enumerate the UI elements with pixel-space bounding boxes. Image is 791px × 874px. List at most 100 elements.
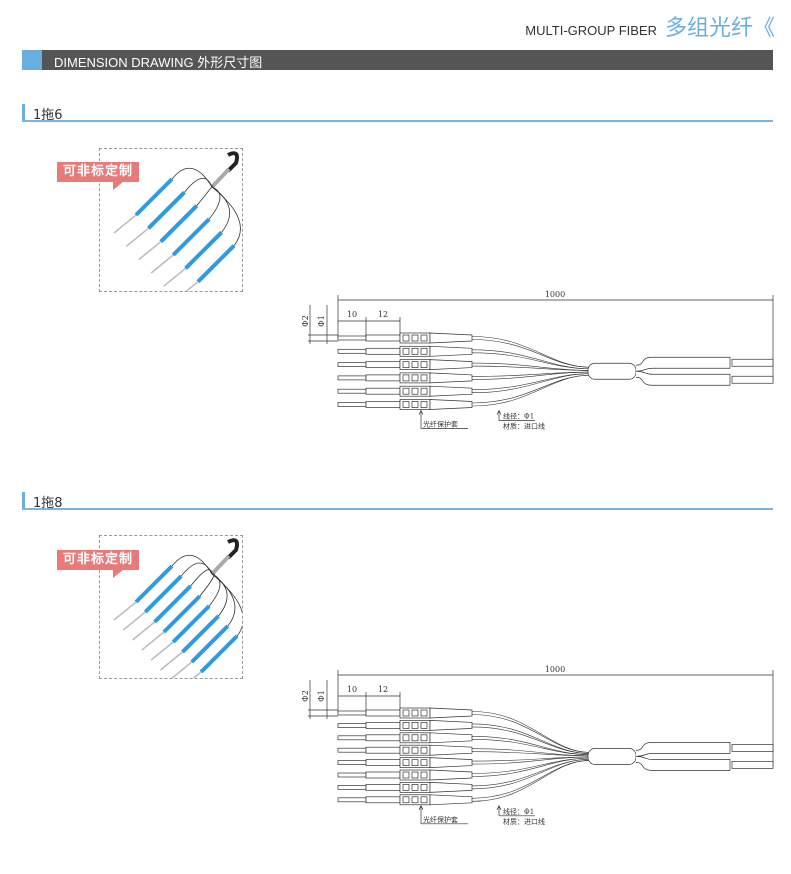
fiber-probe: [122, 611, 146, 631]
connector-segment: [402, 771, 410, 779]
fiber-cable: [180, 562, 213, 577]
fiber-tip-blue: [190, 624, 230, 664]
taper-sleeve: [429, 732, 473, 744]
fiber-probe: [175, 281, 199, 301]
drawing-line: [496, 409, 502, 415]
connector-segment: [411, 734, 419, 742]
label-sleeve: 光纤保护套: [423, 420, 458, 429]
taper-sleeve: [429, 744, 473, 756]
fiber-sleeve: [365, 759, 401, 766]
output-tube-1: [635, 356, 731, 372]
connector-segment: [402, 387, 410, 395]
metal-sleeve: [210, 167, 231, 189]
connector-segment: [402, 759, 410, 766]
connector-segment: [420, 334, 428, 342]
heading-tick: [22, 492, 25, 508]
fiber-sleeve: [365, 387, 401, 395]
connector-segment: [402, 361, 410, 368]
drawing-line: [418, 805, 424, 810]
fiber-cable: [211, 186, 241, 246]
fiber-tip-blue: [146, 190, 186, 230]
fiber-cable: [471, 760, 591, 799]
fiber-cable: [171, 555, 213, 575]
fiber-tip-blue: [134, 564, 174, 604]
fiber-probe: [113, 214, 137, 234]
fiber-cable: [471, 374, 591, 407]
output-tip-1: [731, 358, 774, 367]
connector-segment: [420, 746, 428, 754]
taper-sleeve: [429, 794, 473, 806]
fiber-sleeve: [365, 374, 401, 382]
fiber-probe: [150, 254, 174, 274]
fiber-cable: [471, 757, 591, 774]
taper-sleeve: [429, 359, 473, 370]
dim-10: 10: [347, 310, 357, 319]
connector-segment: [420, 771, 428, 779]
fiber-tip-blue: [181, 614, 220, 654]
fiber-probe: [132, 621, 156, 641]
fiber-tip-blue: [162, 594, 202, 634]
connector-segment: [420, 361, 428, 368]
page-header: MULTI-GROUP FIBER 多组光纤《: [525, 10, 775, 42]
dim-12: 12: [378, 310, 388, 319]
custom-badge: 可非标定制: [57, 550, 139, 578]
fiber-tip: [337, 747, 367, 753]
fiber-tip-blue: [196, 244, 236, 284]
section-bar: DIMENSION DRAWING 外形尺寸图: [22, 50, 773, 70]
dim-10: 10: [347, 685, 357, 694]
output-tip-2: [731, 761, 774, 769]
fiber-bundle-illustration: [113, 538, 244, 691]
group-title: 1拖8: [33, 496, 63, 511]
connector-segment: [411, 784, 419, 791]
fiber-cable: [471, 726, 591, 754]
dim-phi1: Φ1: [317, 315, 326, 327]
fiber-tip: [337, 797, 367, 803]
taper-sleeve: [429, 769, 473, 781]
fiber-tip: [337, 348, 367, 354]
fiber-probe: [141, 631, 165, 651]
fiber-tip: [337, 710, 367, 716]
output-tube-1: [635, 742, 731, 757]
label-material: 材质：进口线: [503, 422, 545, 431]
fiber-tip: [337, 785, 367, 790]
connector-segment: [411, 374, 419, 382]
connector-segment: [420, 347, 428, 355]
connector-segment: [411, 759, 419, 766]
fiber-sleeve: [365, 796, 401, 804]
fiber-cable: [196, 185, 214, 206]
fiber-cable: [471, 757, 591, 777]
fiber-probe: [150, 641, 174, 661]
fiber-cable: [190, 569, 213, 587]
fiber-sleeve: [365, 746, 401, 754]
header-title-cn: 多组光纤《: [664, 16, 775, 41]
fiber-sleeve: [365, 709, 401, 717]
fiber-cable: [211, 186, 231, 233]
fiber-cable: [471, 362, 591, 371]
group-heading-1: 1拖6: [22, 104, 773, 123]
connector-segment: [420, 722, 428, 729]
bundle-joint: [587, 748, 637, 765]
fiber-tip: [337, 735, 367, 741]
fiber-tip-blue: [153, 584, 193, 624]
connector-segment: [402, 709, 410, 717]
dim-total: 1000: [545, 665, 565, 674]
taper-sleeve: [429, 782, 473, 793]
connector-segment: [411, 709, 419, 717]
fiber-cable: [184, 178, 213, 193]
connector-segment: [411, 334, 419, 342]
taper-sleeve: [429, 332, 473, 344]
connector-segment: [420, 759, 428, 766]
taper-sleeve: [429, 757, 473, 768]
dim-phi2: Φ2: [301, 690, 310, 702]
fiber-cable: [171, 168, 213, 188]
taper-sleeve: [429, 720, 473, 731]
section-bar-title: DIMENSION DRAWING 外形尺寸图: [54, 55, 263, 70]
connector-segment: [411, 796, 419, 804]
taper-sleeve: [429, 399, 473, 410]
fiber-cable: [471, 758, 591, 790]
connector-segment: [402, 347, 410, 355]
group-heading-2: 1拖8: [22, 492, 773, 511]
connector-segment: [420, 784, 428, 791]
